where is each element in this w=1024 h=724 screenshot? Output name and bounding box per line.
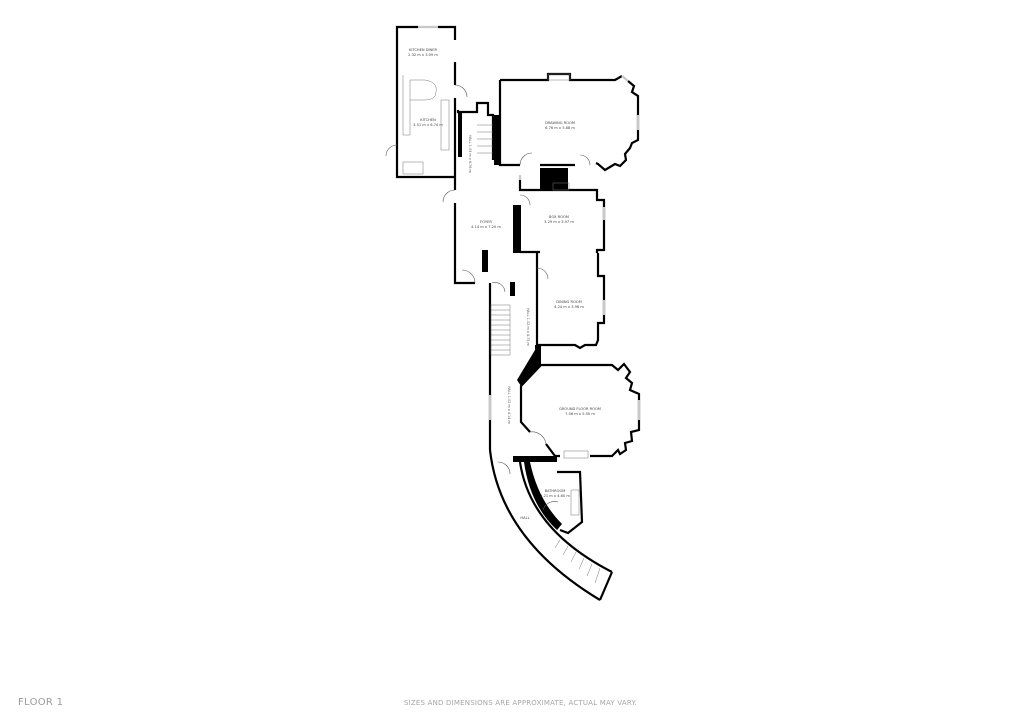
corridor-label-middle-hall: HALL 1.02 m x 4.75 m: [526, 308, 530, 346]
foyer-walls: [453, 101, 606, 450]
corridor-label-upper-hall: HALL 1.03 m x 6.76 m: [468, 135, 472, 173]
stairs: [477, 124, 601, 584]
door-swings: [385, 84, 591, 511]
kitchen-fittings: [402, 73, 589, 516]
disclaimer-text: SIZES AND DIMENSIONS ARE APPROXIMATE, AC…: [404, 699, 637, 707]
corridor-label-lower-hall: HALL 1.02 m x 4.14 m: [507, 386, 511, 424]
kitchen-walls: [395, 25, 457, 179]
windows: [418, 25, 641, 420]
room-label-hall: HALL: [520, 516, 530, 520]
floor-label: FLOOR 1: [18, 697, 64, 708]
structural-walls: [458, 112, 568, 530]
curved-hall-walls: [488, 449, 614, 601]
